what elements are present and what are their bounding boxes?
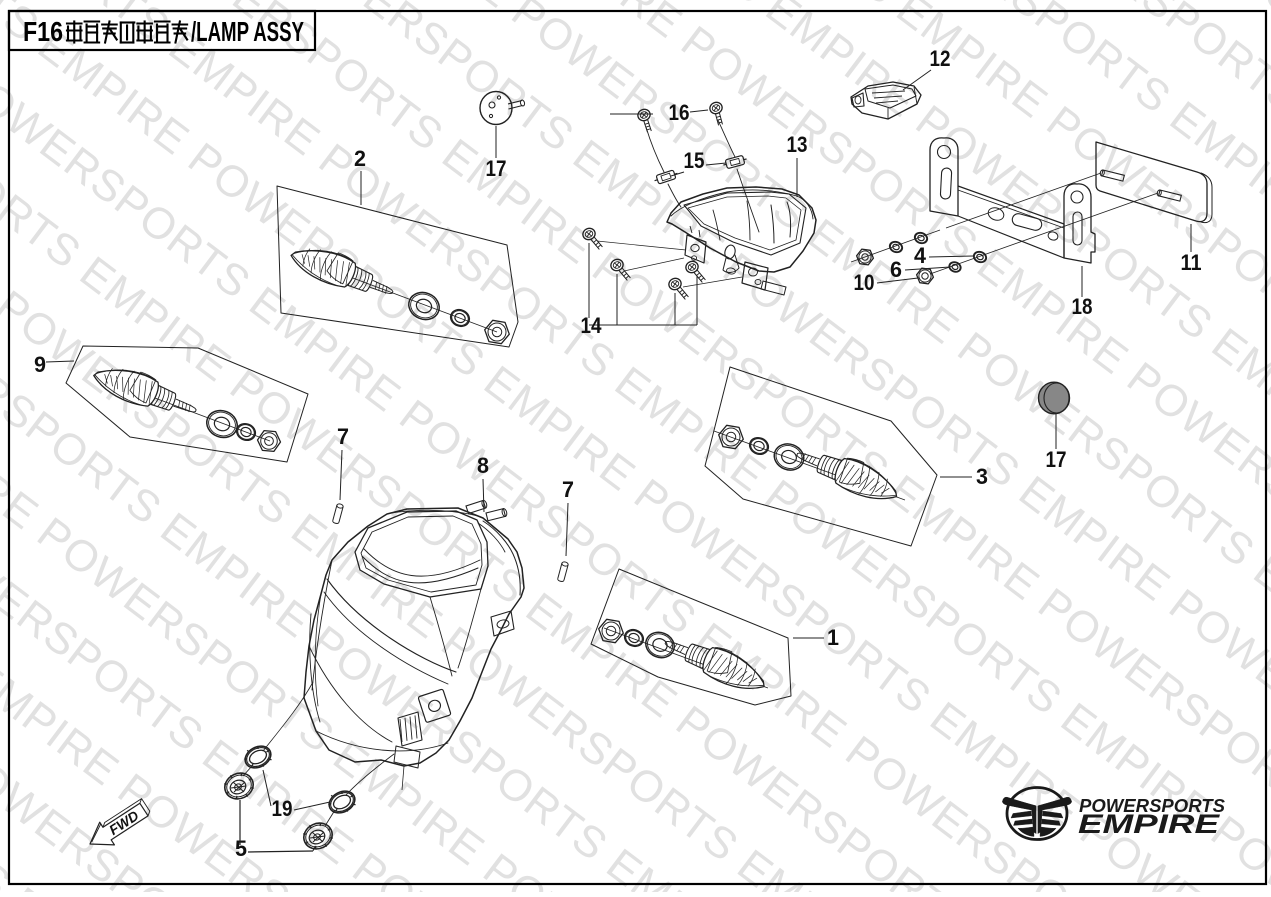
svg-text:7: 7 bbox=[337, 424, 349, 449]
svg-text:2: 2 bbox=[354, 146, 366, 171]
svg-text:10: 10 bbox=[854, 270, 875, 295]
svg-text:13: 13 bbox=[787, 132, 808, 157]
svg-text:12: 12 bbox=[930, 46, 951, 71]
svg-text:6: 6 bbox=[890, 257, 902, 282]
svg-text:EMPIRE: EMPIRE bbox=[1078, 809, 1220, 839]
svg-text:9: 9 bbox=[34, 352, 46, 377]
svg-text:15: 15 bbox=[684, 148, 705, 173]
svg-text:19: 19 bbox=[272, 796, 293, 821]
svg-text:11: 11 bbox=[1181, 250, 1202, 275]
svg-text:5: 5 bbox=[235, 836, 247, 861]
svg-text:POWERSPORTS: POWERSPORTS bbox=[1079, 796, 1225, 816]
svg-text:7: 7 bbox=[562, 477, 574, 502]
svg-text:8: 8 bbox=[477, 453, 489, 478]
svg-text:14: 14 bbox=[581, 313, 603, 338]
svg-text:1: 1 bbox=[827, 625, 839, 650]
svg-text:F16: F16 bbox=[23, 16, 63, 47]
svg-text:4: 4 bbox=[914, 243, 927, 268]
svg-text:16: 16 bbox=[669, 100, 690, 125]
svg-text:18: 18 bbox=[1072, 294, 1093, 319]
svg-text:17: 17 bbox=[1046, 447, 1067, 472]
svg-text:/LAMP ASSY: /LAMP ASSY bbox=[191, 16, 304, 47]
svg-text:17: 17 bbox=[486, 156, 507, 181]
svg-text:3: 3 bbox=[976, 464, 988, 489]
